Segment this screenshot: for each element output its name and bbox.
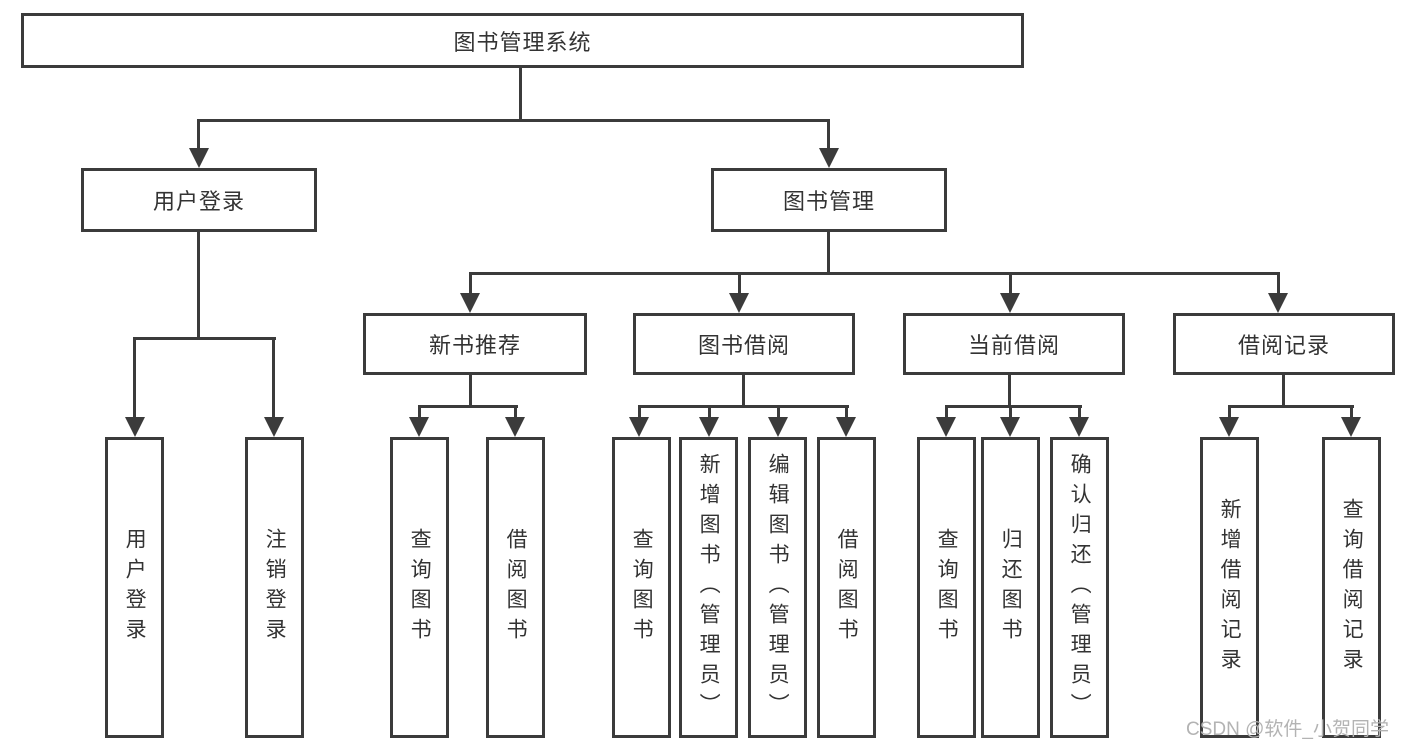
node-label: 借阅记录 — [1237, 333, 1330, 358]
leaf-return-books: 归还图书 — [981, 437, 1040, 738]
arrowhead-down-icon — [125, 417, 145, 437]
arrowhead-down-icon — [264, 417, 284, 437]
connector-arrow-shaft — [1350, 405, 1353, 419]
node-current-borrow: 当前借阅 — [903, 313, 1125, 375]
leaf-label: 查询图书 — [630, 527, 654, 648]
arrowhead-down-icon — [1000, 417, 1020, 437]
connector-root-stem — [519, 68, 522, 121]
connector-level3-horizontal — [469, 272, 1280, 275]
node-new-book-recommend: 新书推荐 — [363, 313, 587, 375]
arrowhead-down-icon — [409, 417, 429, 437]
connector-userlogin-horizontal — [133, 337, 276, 340]
connector-borrow-stem — [742, 375, 745, 407]
leaf-label: 借阅图书 — [504, 527, 528, 648]
connector-level1-horizontal — [197, 119, 830, 122]
leaf-query-books-recommend: 查询图书 — [390, 437, 449, 738]
arrowhead-down-icon — [629, 417, 649, 437]
arrowhead-down-icon — [189, 148, 209, 168]
leaf-label: 用户登录 — [123, 527, 147, 648]
node-label: 图书管理 — [782, 189, 875, 214]
arrowhead-down-icon — [460, 293, 480, 313]
node-label: 图书借阅 — [697, 333, 790, 358]
node-root-label: 图书管理系统 — [453, 29, 592, 55]
watermark: CSDN @软件_小贺同学 — [1186, 719, 1389, 740]
connector-current-stem — [1008, 374, 1011, 407]
connector-arrow-shaft — [469, 272, 472, 295]
node-label: 新书推荐 — [428, 333, 521, 358]
leaf-query-borrow-record: 查询借阅记录 — [1322, 437, 1381, 738]
connector-bookmgmt-stem — [827, 232, 830, 274]
leaf-label: 借阅图书 — [835, 527, 859, 648]
arrowhead-down-icon — [936, 417, 956, 437]
connector-arrow-shaft — [514, 405, 517, 419]
arrowhead-down-icon — [1341, 417, 1361, 437]
connector-arrow-shaft — [1009, 272, 1012, 295]
leaf-add-books-admin: 新增图书（管理员） — [679, 437, 738, 738]
connector-arrow-shaft — [638, 405, 641, 419]
connector-arrow-shaft — [827, 119, 830, 150]
arrowhead-down-icon — [505, 417, 525, 437]
leaf-label: 确认归还（管理员） — [1068, 452, 1092, 723]
leaf-borrow-books: 借阅图书 — [817, 437, 876, 738]
connector-arrow-shaft — [845, 405, 848, 419]
connector-borrow-horizontal — [638, 405, 849, 408]
arrowhead-down-icon — [699, 417, 719, 437]
node-root: 图书管理系统 — [21, 13, 1024, 68]
leaf-query-books-borrow: 查询图书 — [612, 437, 671, 738]
leaf-logout-login: 注销登录 — [245, 437, 304, 738]
leaf-label: 查询图书 — [935, 527, 959, 648]
leaf-borrow-books-recommend: 借阅图书 — [486, 437, 545, 738]
node-label: 用户登录 — [152, 189, 245, 214]
leaf-label: 查询图书 — [408, 527, 432, 648]
connector-arrow-shaft — [197, 119, 200, 150]
connector-current-horizontal — [945, 405, 1082, 408]
node-book-management: 图书管理 — [711, 168, 947, 232]
leaf-confirm-return-admin: 确认归还（管理员） — [1050, 437, 1109, 738]
connector-records-horizontal — [1228, 405, 1354, 408]
node-book-borrow: 图书借阅 — [633, 313, 855, 375]
arrowhead-down-icon — [768, 417, 788, 437]
connector-arrow-shaft — [738, 272, 741, 295]
arrowhead-down-icon — [1219, 417, 1239, 437]
connector-arrow-shaft — [133, 337, 136, 419]
connector-arrow-shaft — [418, 405, 421, 419]
node-label: 当前借阅 — [967, 333, 1060, 358]
node-user-login: 用户登录 — [81, 168, 317, 232]
leaf-user-login: 用户登录 — [105, 437, 164, 738]
connector-arrow-shaft — [708, 405, 711, 419]
leaf-add-borrow-record: 新增借阅记录 — [1200, 437, 1259, 738]
connector-arrow-shaft — [1078, 405, 1081, 419]
connector-records-stem — [1282, 374, 1285, 407]
connector-recommend-stem — [469, 375, 472, 407]
arrowhead-down-icon — [1268, 293, 1288, 313]
connector-arrow-shaft — [272, 337, 275, 419]
connector-userlogin-stem — [197, 232, 200, 339]
connector-arrow-shaft — [777, 405, 780, 419]
node-borrow-records: 借阅记录 — [1173, 313, 1395, 375]
arrowhead-down-icon — [729, 293, 749, 313]
leaf-query-books-current: 查询图书 — [917, 437, 976, 738]
leaf-label: 注销登录 — [263, 527, 287, 648]
connector-arrow-shaft — [1009, 405, 1012, 419]
leaf-label: 查询借阅记录 — [1340, 497, 1364, 678]
connector-arrow-shaft — [1277, 272, 1280, 295]
arrowhead-down-icon — [1069, 417, 1089, 437]
arrowhead-down-icon — [836, 417, 856, 437]
connector-arrow-shaft — [945, 405, 948, 419]
arrowhead-down-icon — [819, 148, 839, 168]
leaf-label: 编辑图书（管理员） — [766, 452, 790, 723]
leaf-edit-books-admin: 编辑图书（管理员） — [748, 437, 807, 738]
leaf-label: 新增图书（管理员） — [697, 452, 721, 723]
leaf-label: 归还图书 — [999, 527, 1023, 648]
leaf-label: 新增借阅记录 — [1218, 497, 1242, 678]
connector-arrow-shaft — [1228, 405, 1231, 419]
arrowhead-down-icon — [1000, 293, 1020, 313]
connector-recommend-horizontal — [418, 405, 518, 408]
